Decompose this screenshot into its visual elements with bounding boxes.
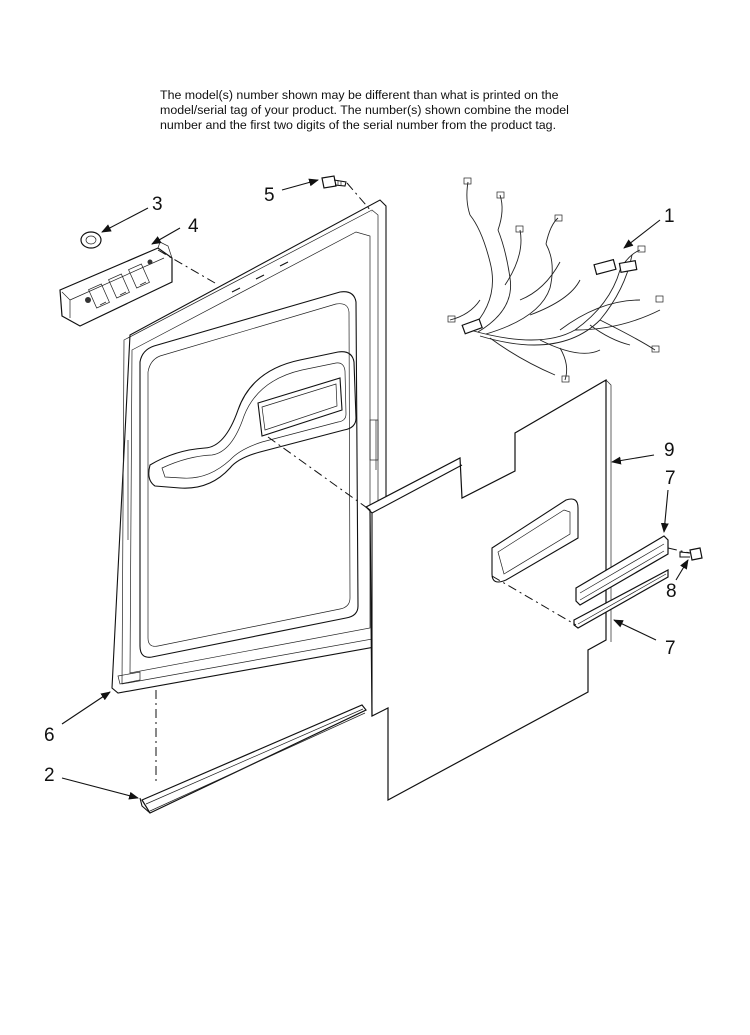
wire-harness[interactable] xyxy=(447,177,664,383)
callout-2: 2 xyxy=(44,765,55,786)
callout-1: 1 xyxy=(664,206,675,227)
bottom-trim-strip[interactable] xyxy=(139,704,367,814)
callout-7-lower: 7 xyxy=(665,638,676,659)
notice-line-3: number and the first two digits of the s… xyxy=(160,118,557,132)
callout-5: 5 xyxy=(264,185,275,206)
leader-arrows xyxy=(61,178,689,800)
callout-4: 4 xyxy=(188,216,199,237)
callout-labels: 1 2 3 4 5 6 7 7 8 9 xyxy=(44,185,677,786)
callout-6: 6 xyxy=(44,725,55,746)
knob-button[interactable] xyxy=(80,231,102,249)
callout-9: 9 xyxy=(664,440,675,461)
alignment-lines xyxy=(155,182,691,785)
screw-side[interactable] xyxy=(679,547,703,561)
screw-top[interactable] xyxy=(321,175,347,189)
callout-3: 3 xyxy=(152,194,163,215)
model-notice: The model(s) number shown may be differe… xyxy=(160,88,630,133)
insulation-panel[interactable] xyxy=(364,378,612,802)
callout-8: 8 xyxy=(666,581,677,602)
notice-line-2: model/serial tag of your product. The nu… xyxy=(160,103,569,117)
callout-7-upper: 7 xyxy=(665,468,676,489)
control-module[interactable] xyxy=(59,241,173,327)
bracket-upper[interactable] xyxy=(575,535,669,606)
notice-line-1: The model(s) number shown may be differe… xyxy=(160,88,559,102)
